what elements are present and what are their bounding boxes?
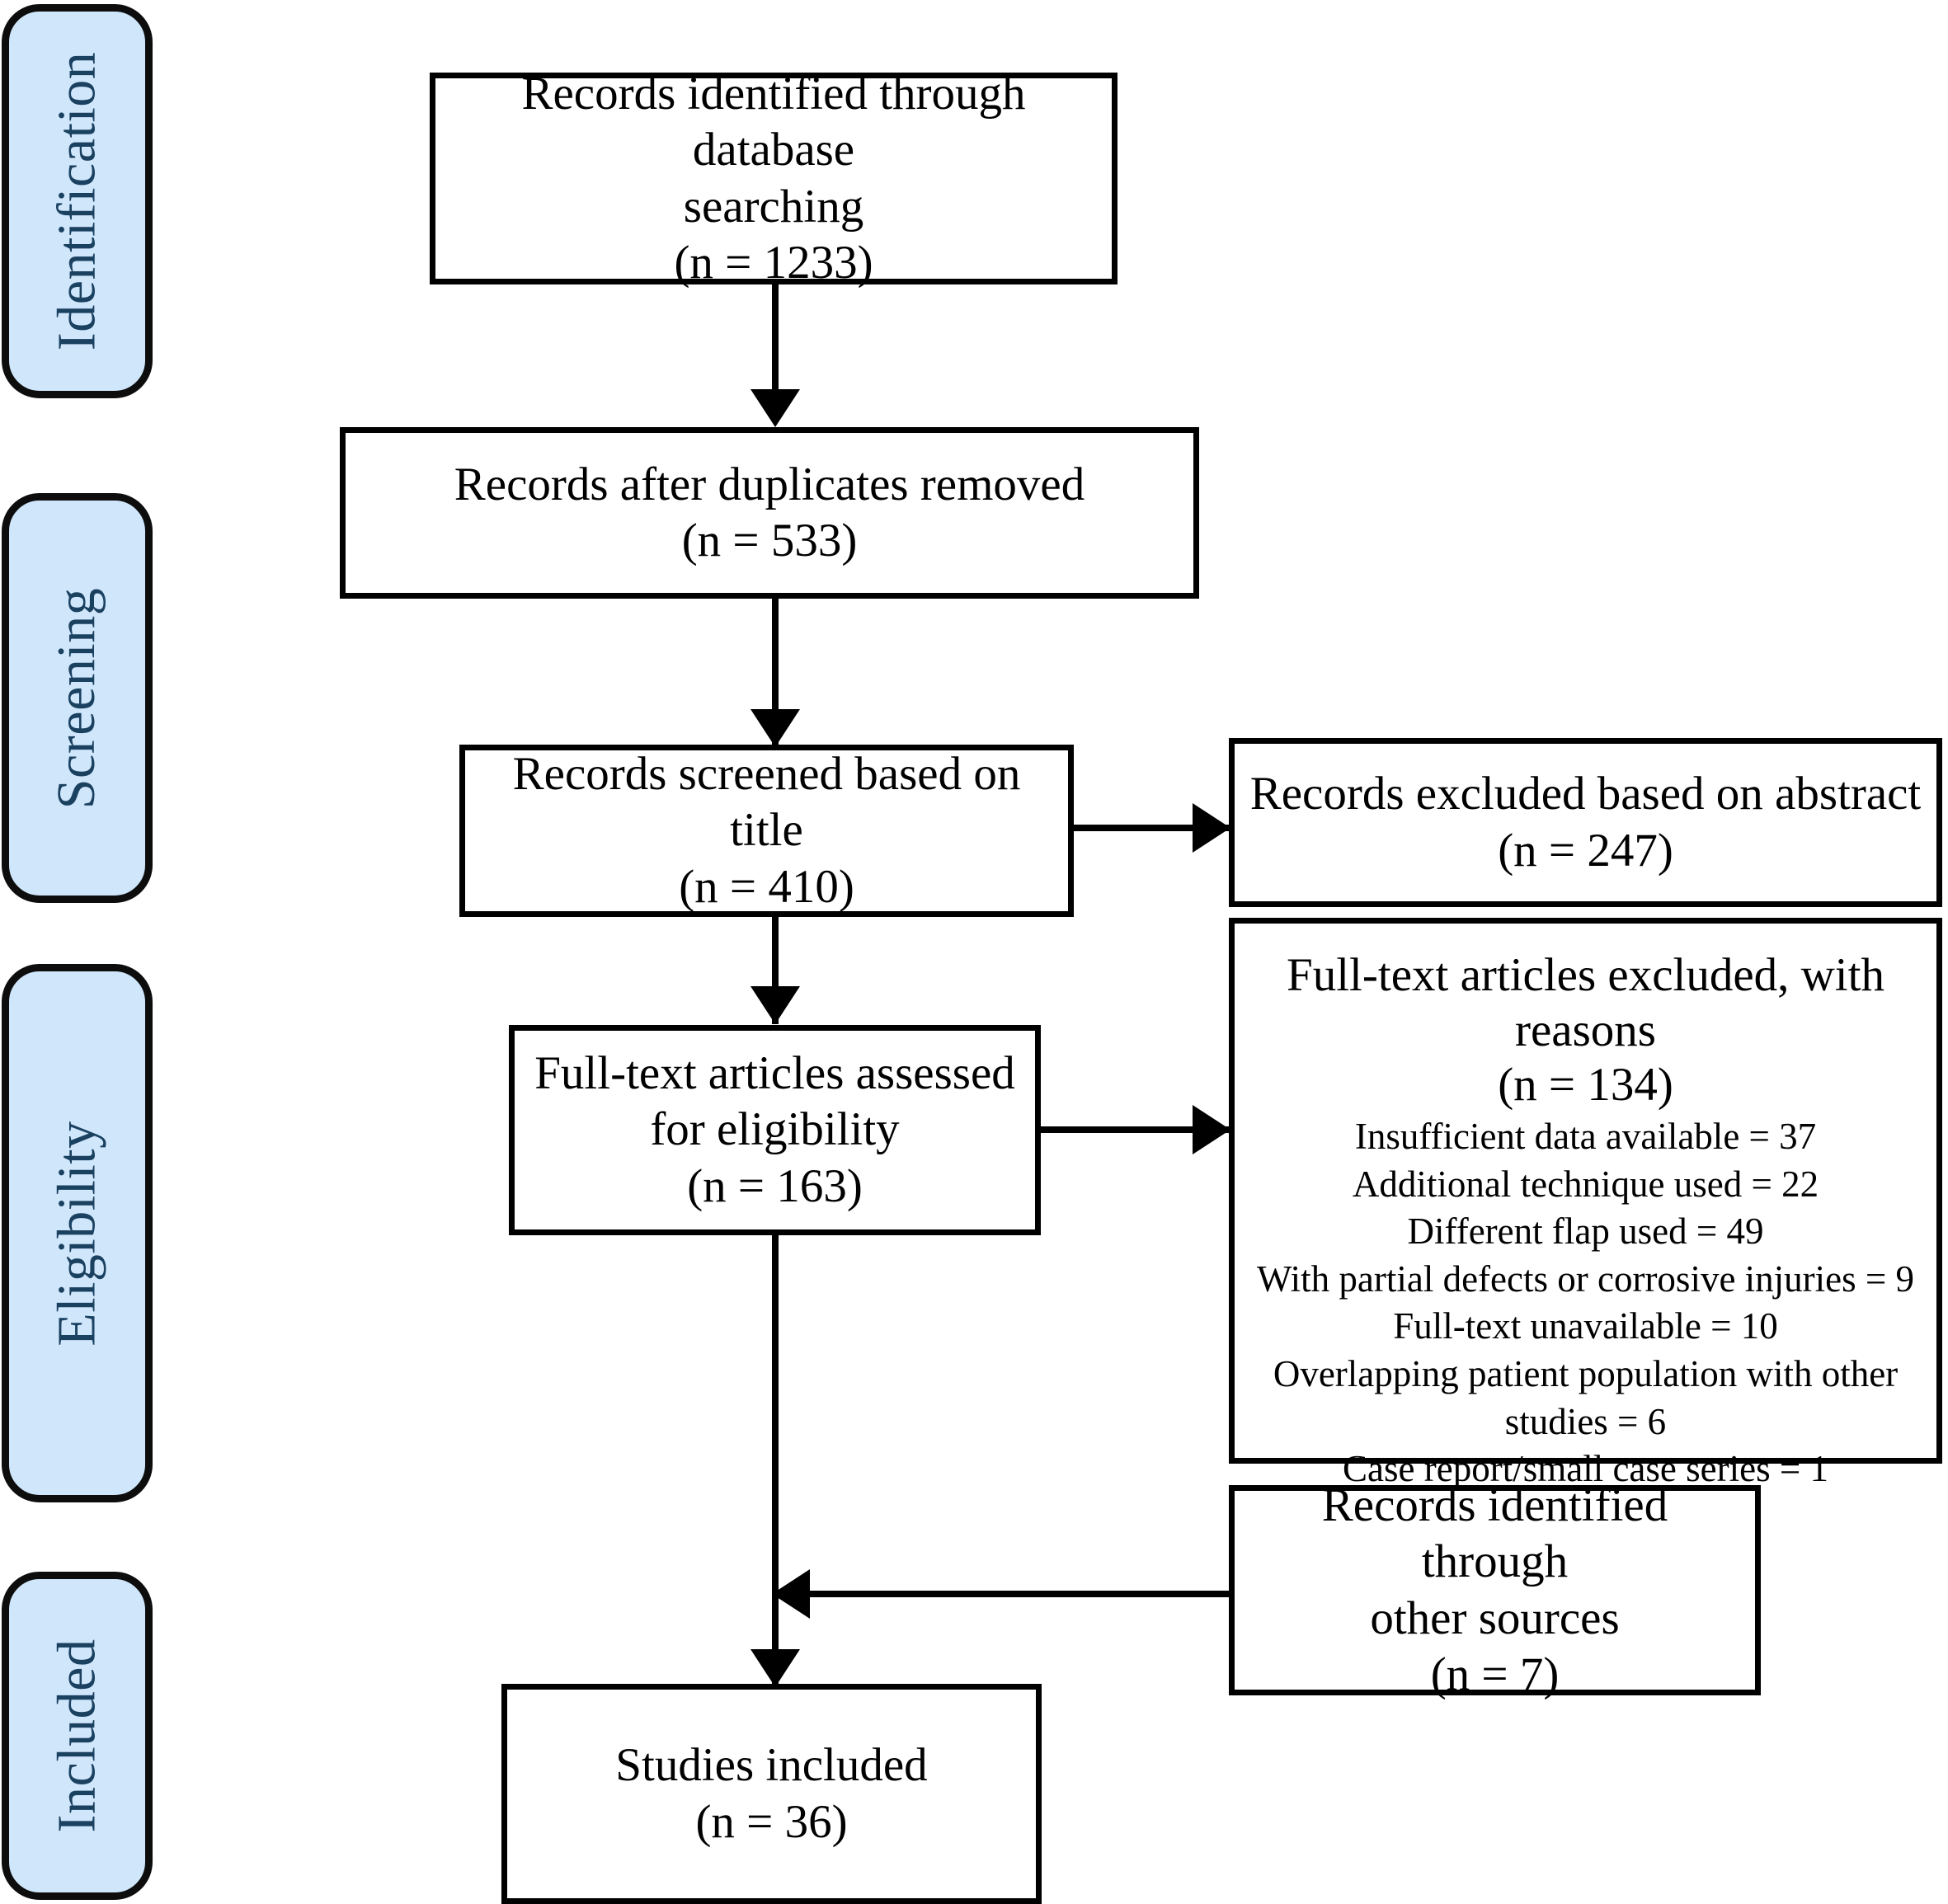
phase-eligibility-label: Eligibility	[46, 1120, 107, 1347]
phase-included: Included	[2, 1572, 153, 1900]
node-records-other-sources-text: Records identified through other sources…	[1321, 1479, 1668, 1700]
node-records-excluded-abstract-text: Records excluded based on abstract (n = …	[1249, 768, 1922, 877]
phase-identification-label: Identification	[46, 51, 107, 351]
node-records-identified-database: Records identified through database sear…	[430, 68, 1118, 289]
arrowhead-screened-to-fulltext	[750, 986, 800, 1024]
phase-identification: Identification	[2, 4, 153, 398]
connector-other-sources-to-spine	[775, 1591, 1232, 1597]
connector-duplicates-to-screened	[772, 599, 779, 747]
node-records-screened-title: Records screened based on title (n = 410…	[459, 745, 1074, 917]
node-fulltext-assessed: Full-text articles assessed for eligibil…	[509, 1025, 1041, 1235]
node-fulltext-excluded-reason-list: Insufficient data available = 37 Additio…	[1256, 1116, 1915, 1490]
node-records-after-duplicates: Records after duplicates removed (n = 53…	[340, 427, 1199, 599]
node-records-after-duplicates-text: Records after duplicates removed (n = 53…	[454, 458, 1085, 566]
phase-screening-label: Screening	[46, 587, 107, 809]
node-records-excluded-abstract: Records excluded based on abstract (n = …	[1229, 738, 1942, 907]
node-studies-included-text: Studies included (n = 36)	[615, 1739, 928, 1848]
phase-eligibility: Eligibility	[2, 964, 153, 1502]
node-fulltext-assessed-text: Full-text articles assessed for eligibil…	[534, 1046, 1015, 1212]
arrowhead-fulltext-to-studies-included	[750, 1649, 800, 1687]
arrowhead-identified-to-duplicates	[750, 389, 800, 427]
connector-identified-to-duplicates	[772, 284, 779, 412]
node-records-other-sources: Records identified through other sources…	[1229, 1479, 1761, 1700]
node-fulltext-excluded-heading: Full-text articles excluded, with reason…	[1287, 949, 1884, 1112]
phase-screening: Screening	[2, 493, 153, 903]
connector-fulltext-to-excluded-reasons	[1041, 1126, 1230, 1133]
connector-screened-to-excluded-abstract	[1074, 825, 1230, 831]
node-fulltext-excluded-reasons: Full-text articles excluded, with reason…	[1229, 918, 1942, 1489]
arrowhead-duplicates-to-screened	[750, 709, 800, 747]
phase-included-label: Included	[46, 1638, 107, 1833]
node-studies-included: Studies included (n = 36)	[501, 1684, 1042, 1904]
arrowhead-fulltext-to-excluded-reasons	[1193, 1105, 1230, 1154]
node-records-identified-database-text: Records identified through database sear…	[521, 67, 1026, 289]
node-records-screened-title-text: Records screened based on title (n = 410…	[512, 747, 1021, 913]
connector-screened-to-fulltext	[772, 917, 779, 1024]
arrowhead-screened-to-excluded-abstract	[1193, 803, 1230, 853]
connector-fulltext-to-studies-included	[772, 1235, 779, 1685]
